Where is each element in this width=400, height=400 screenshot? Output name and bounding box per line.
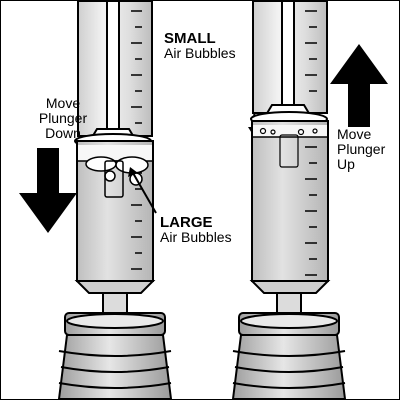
small-air-bubbles-label: SMALL Air Bubbles — [164, 31, 236, 61]
large-bubbles-pointer-icon — [128, 167, 138, 177]
large-rest: Air Bubbles — [160, 229, 232, 245]
large-air-bubbles-label: LARGE Air Bubbles — [160, 215, 232, 245]
move-plunger-down-label: Move Plunger Down — [28, 96, 98, 141]
right-barrel-liquid — [251, 120, 329, 282]
right-graduations — [305, 10, 317, 276]
right-small-bubbles — [259, 127, 318, 168]
arrow-up-icon — [330, 44, 388, 127]
small-rest: Air Bubbles — [164, 45, 236, 61]
right-vial — [231, 312, 347, 399]
move-down-line-1: Move — [45, 95, 81, 111]
move-down-line-3: Down — [45, 125, 81, 141]
right-syringe — [249, 1, 331, 316]
left-plunger-rod — [106, 1, 120, 130]
large-emphasis: LARGE — [160, 214, 213, 231]
move-up-line-2: Plunger — [337, 141, 386, 157]
right-plunger-rod — [281, 1, 295, 106]
left-needle-hub — [102, 292, 128, 316]
left-vial — [57, 312, 173, 399]
arrow-down-icon — [19, 148, 77, 233]
move-up-line-1: Move — [337, 126, 372, 142]
move-plunger-up-label: Move Plunger Up — [337, 127, 385, 172]
small-emphasis: SMALL — [164, 30, 216, 47]
move-up-line-3: Up — [337, 156, 355, 172]
right-needle-hub — [276, 292, 302, 316]
left-syringe — [74, 1, 156, 316]
move-down-line-2: Plunger — [38, 110, 88, 126]
